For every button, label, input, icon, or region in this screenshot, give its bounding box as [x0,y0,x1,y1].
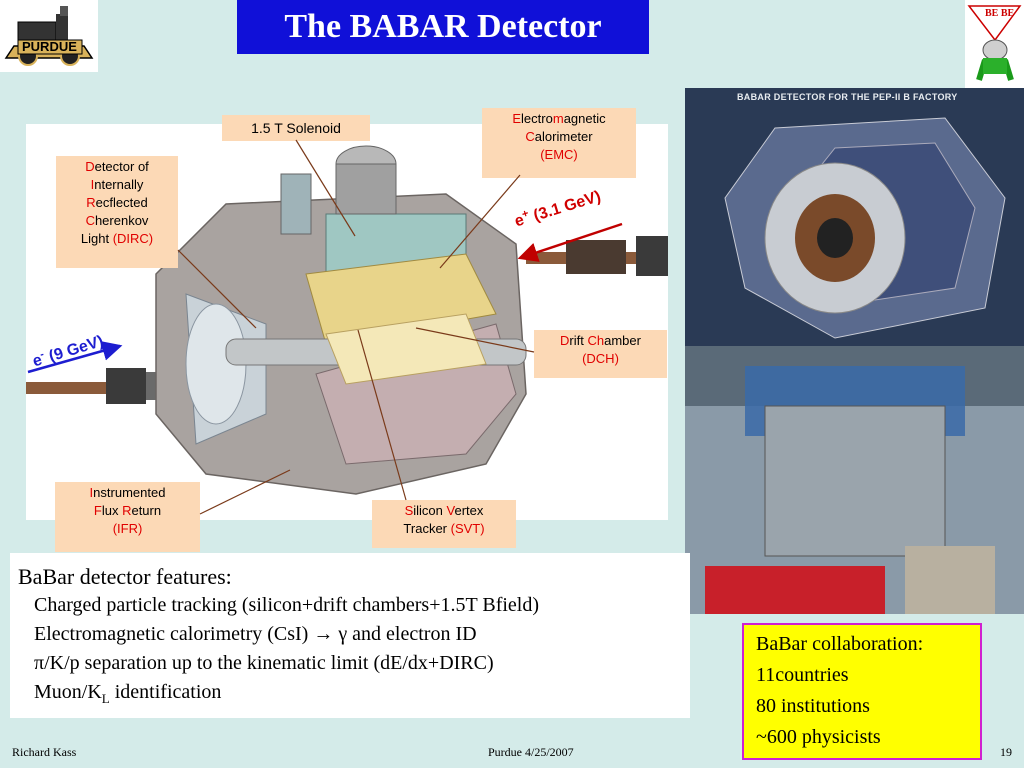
collab-heading: BaBar collaboration: [756,633,924,655]
babar-logo-text: BE BE [985,8,1015,19]
footer-author: Richard Kass [12,745,77,759]
collab-physicists: ~600 physicists [756,726,881,748]
callout-dch: Drift Chamber (DCH) [534,330,667,378]
footer-event: Purdue 4/25/2007 [488,745,574,759]
slide-title: The BABAR Detector [237,0,649,54]
callout-dirc: Detector of Internally Recflected Cheren… [56,156,178,268]
purdue-logo: PURDUE [0,0,98,72]
experimental-hall-photo [685,346,1024,614]
detector-photo: BABAR DETECTOR FOR THE PEP-II B FACTORY [685,88,1024,346]
babar-logo: BE BE [965,0,1024,88]
feature-pid: π/K/p separation up to the kinematic lim… [34,652,494,674]
feature-tracking: Charged particle tracking (silicon+drift… [34,594,539,616]
photo-caption: BABAR DETECTOR FOR THE PEP-II B FACTORY [737,92,958,102]
page-number: 19 [1000,745,1012,759]
callout-ifr: Instrumented Flux Return (IFR) [55,482,200,552]
features-heading: BaBar detector features: [18,564,232,589]
collaboration-box: BaBar collaboration: 11countries 80 inst… [742,623,982,760]
purdue-logo-text: PURDUE [22,39,77,54]
collab-institutions: 80 institutions [756,695,870,717]
feature-calorimetry: Electromagnetic calorimetry (CsI) → γ an… [34,623,477,645]
callout-svt: Silicon Vertex Tracker (SVT) [372,500,516,548]
collab-countries: 11countries [756,664,849,686]
feature-muon: Muon/KL identification [34,681,222,706]
features-box: BaBar detector features: Charged particl… [10,553,690,718]
callout-solenoid: 1.5 T Solenoid [222,115,370,141]
callout-emc: Electromagnetic Calorimeter (EMC) [482,108,636,178]
